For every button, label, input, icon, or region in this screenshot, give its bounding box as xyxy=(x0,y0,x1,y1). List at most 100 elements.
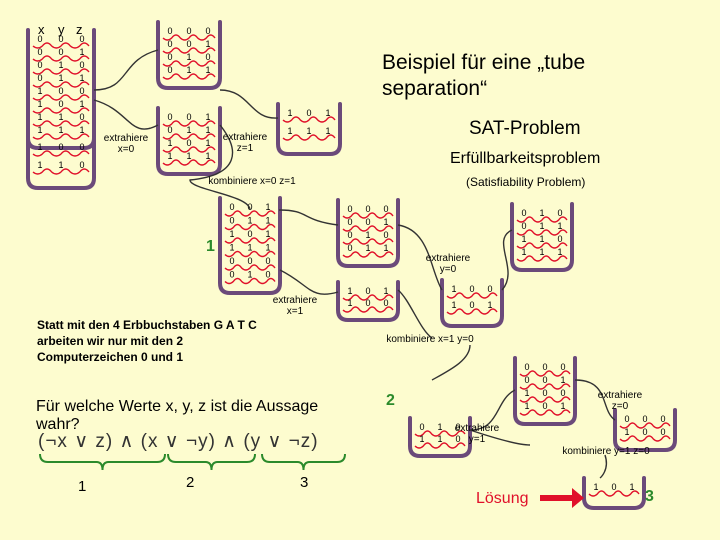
step-combine-x0-z1: kombiniere x=0 z=1 xyxy=(208,176,296,187)
bit-t10-2-2: 0 xyxy=(557,234,562,244)
clause-bracket-1 xyxy=(39,453,166,471)
test-tube-t4 xyxy=(156,106,222,176)
dna-strand-t8-0 xyxy=(342,294,394,301)
connector-arrow-8 xyxy=(501,229,513,291)
dna-strand-t4-1 xyxy=(162,133,216,140)
bit-t10-1-2: 1 xyxy=(557,221,562,231)
step-combine-y1-z0: kombiniere y=1 z=0 xyxy=(562,446,650,457)
bit-t6-3-0: 1 xyxy=(229,243,234,253)
bit-t12-0-2: 0 xyxy=(455,422,460,432)
bit-t2-0-2: 0 xyxy=(205,26,210,36)
bit-t7-2-0: 0 xyxy=(347,230,352,240)
clause-number-2: 2 xyxy=(186,474,195,491)
bit-t11-3-1: 0 xyxy=(542,401,547,411)
dna-strand-t1-0 xyxy=(32,42,90,49)
bit-t2-0-0: 0 xyxy=(167,26,172,36)
stage-number-3: 3 xyxy=(645,488,654,505)
bit-t11-2-0: 1 xyxy=(524,388,529,398)
step-combine-x1-y0: kombiniere x=1 y=0 xyxy=(386,334,474,345)
bit-t1-1-0: 0 xyxy=(37,47,42,57)
bit-t2-2-1: 1 xyxy=(186,52,191,62)
bit-t1-5-1: 0 xyxy=(58,99,63,109)
test-tube-t5 xyxy=(26,136,96,190)
bit-t10-3-1: 1 xyxy=(539,247,544,257)
bit-t14-0-1: 0 xyxy=(611,482,616,492)
dna-strand-t7-2 xyxy=(342,238,394,245)
bit-t6-5-1: 1 xyxy=(247,270,252,280)
column-header-x: x xyxy=(38,22,45,37)
dna-strand-t4-0 xyxy=(162,120,216,127)
dna-strand-t2-3 xyxy=(162,73,216,80)
bit-t4-3-1: 1 xyxy=(186,151,191,161)
bit-t7-2-1: 1 xyxy=(365,230,370,240)
bit-t5-0-2: 0 xyxy=(79,142,84,152)
bit-t9-1-0: 1 xyxy=(451,300,456,310)
dna-strand-t7-1 xyxy=(342,225,394,232)
bit-t4-0-2: 1 xyxy=(205,112,210,122)
bit-t5-0-1: 0 xyxy=(58,142,63,152)
dna-strand-t11-3 xyxy=(519,409,571,416)
bit-t10-1-0: 0 xyxy=(521,221,526,231)
bit-t1-2-0: 0 xyxy=(37,60,42,70)
dna-strand-t1-2 xyxy=(32,68,90,75)
clause-bracket-3 xyxy=(261,453,346,471)
bit-t7-0-2: 0 xyxy=(383,204,388,214)
dna-strand-t12-1 xyxy=(414,442,466,449)
bit-t2-0-1: 0 xyxy=(186,26,191,36)
bit-t10-1-1: 1 xyxy=(539,221,544,231)
column-header-y: y xyxy=(58,22,65,37)
bit-t1-3-0: 0 xyxy=(37,73,42,83)
bit-t9-0-0: 1 xyxy=(451,284,456,294)
dna-strand-t10-0 xyxy=(516,216,568,223)
test-tube-t3 xyxy=(276,102,342,156)
bit-t6-4-2: 0 xyxy=(265,256,270,266)
dna-strand-t2-0 xyxy=(162,34,216,41)
slide-subtitle: SAT-Problem xyxy=(469,118,581,139)
test-tube-t8 xyxy=(336,280,400,322)
slide-subtitle-2: Erfüllbarkeitsproblem xyxy=(450,150,601,167)
clause-number-1: 1 xyxy=(78,478,87,495)
bit-t13-0-2: 0 xyxy=(660,414,665,424)
bit-t6-0-2: 1 xyxy=(265,202,270,212)
step-extract-x1: extrahiere x=1 xyxy=(272,295,318,317)
bit-t7-1-0: 0 xyxy=(347,217,352,227)
dna-strand-t4-2 xyxy=(162,146,216,153)
bit-t1-5-2: 1 xyxy=(79,99,84,109)
bit-t13-1-0: 1 xyxy=(624,427,629,437)
bit-t5-1-1: 1 xyxy=(58,160,63,170)
connector-arrow-0 xyxy=(93,49,159,91)
connector-arrow-9 xyxy=(431,344,471,381)
dna-strand-t6-1 xyxy=(224,223,276,231)
dna-strand-t8-1 xyxy=(342,306,394,313)
dna-strand-t5-1 xyxy=(32,168,90,175)
dna-strand-t6-2 xyxy=(224,237,276,244)
step-extract-z1: extrahiere z=1 xyxy=(222,132,268,154)
bit-t4-3-2: 1 xyxy=(205,151,210,161)
clause-bracket-2 xyxy=(167,453,256,471)
test-tube-t7 xyxy=(336,198,400,268)
bit-t2-3-1: 1 xyxy=(186,65,191,75)
bit-t3-0-0: 1 xyxy=(287,108,292,118)
bit-t1-7-1: 1 xyxy=(58,125,63,135)
bit-t7-2-2: 0 xyxy=(383,230,388,240)
bit-t3-1-0: 1 xyxy=(287,126,292,136)
bit-t4-2-0: 1 xyxy=(167,138,172,148)
dna-strand-t4-3 xyxy=(162,159,216,166)
bit-t6-3-2: 1 xyxy=(265,243,270,253)
bit-t10-0-2: 0 xyxy=(557,208,562,218)
bit-t7-1-1: 0 xyxy=(365,217,370,227)
bit-t8-1-0: 1 xyxy=(347,298,352,308)
step-extract-y0: extrahiere y=0 xyxy=(425,253,471,275)
bit-t7-3-1: 1 xyxy=(365,243,370,253)
dna-strand-t10-3 xyxy=(516,255,568,262)
test-tube-t12 xyxy=(408,416,472,458)
bit-t1-6-1: 1 xyxy=(58,112,63,122)
bit-t1-0-1: 0 xyxy=(58,34,63,44)
dna-strand-t14-0 xyxy=(588,490,640,497)
bit-t11-0-0: 0 xyxy=(524,362,529,372)
bit-t1-6-2: 0 xyxy=(79,112,84,122)
step-extract-x0: extrahiere x=0 xyxy=(103,133,149,155)
bit-t4-2-1: 0 xyxy=(186,138,191,148)
bit-t9-0-1: 0 xyxy=(469,284,474,294)
